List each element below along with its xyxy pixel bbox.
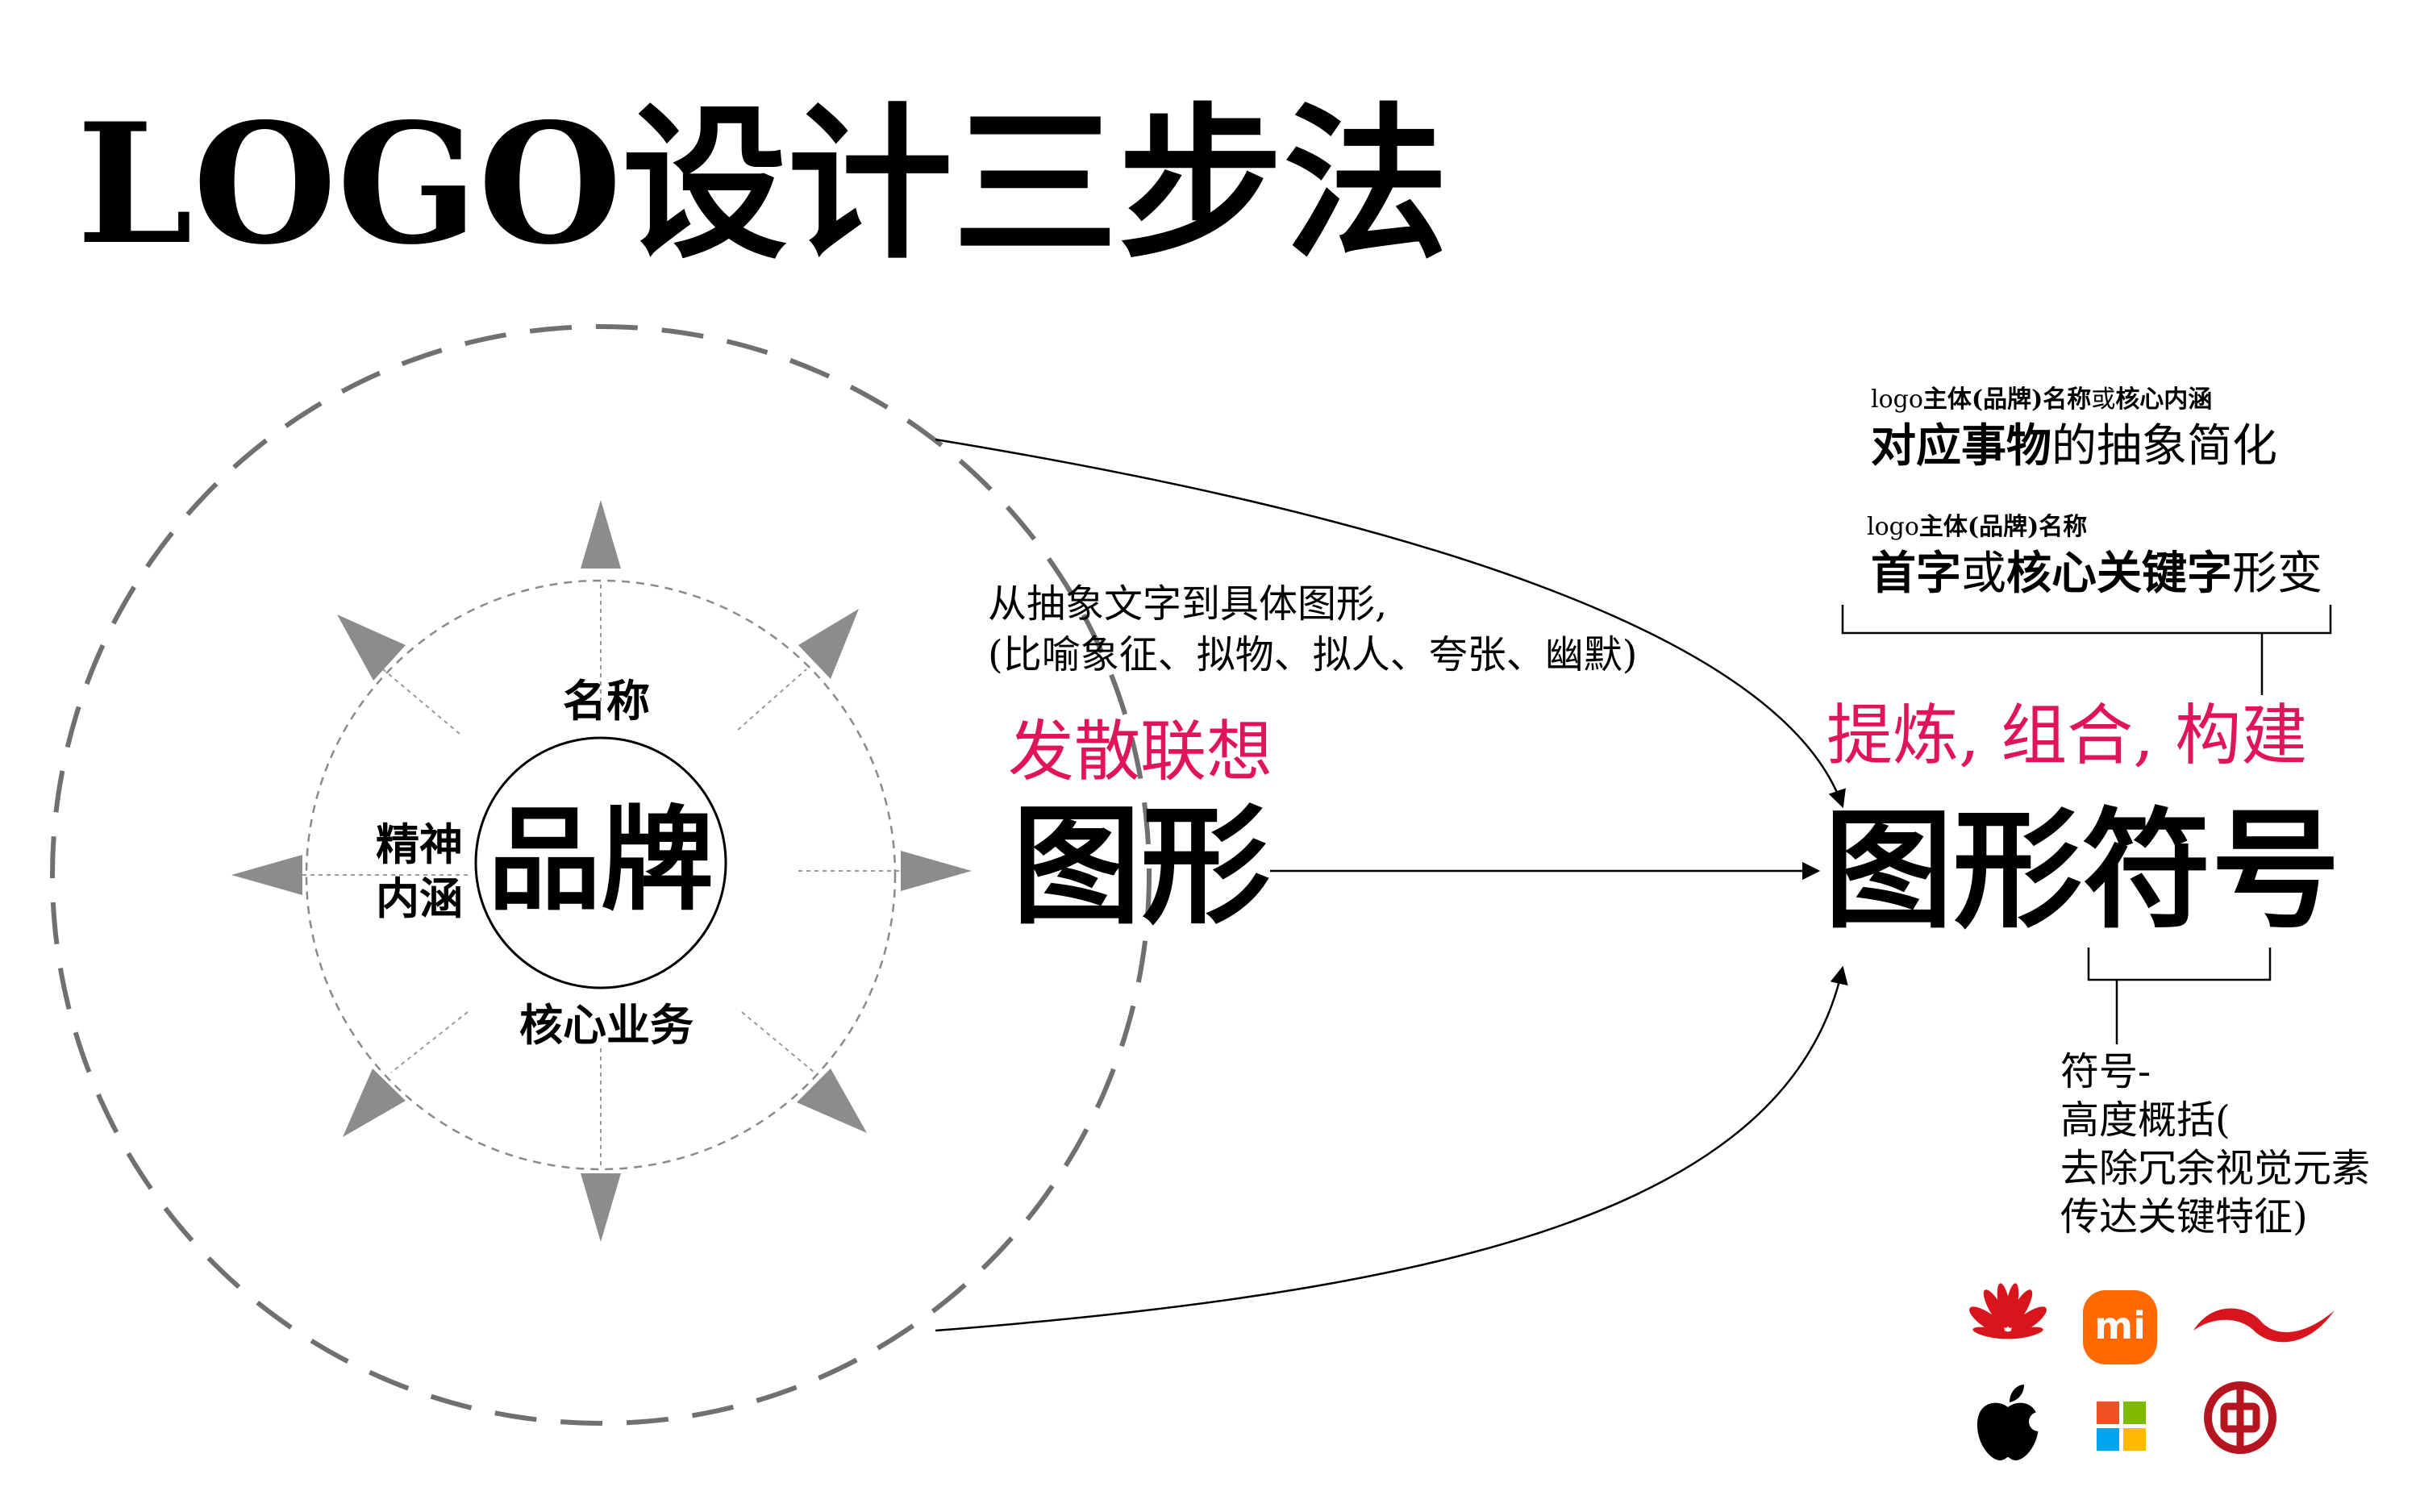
step3-action-label: 提炼, 组合, 构建 xyxy=(1826,698,2307,774)
arrow-left-icon xyxy=(231,855,302,895)
radiating-arrows xyxy=(231,500,972,1242)
step2-description-line2: (比喻象征、拟物、拟人、夸张、幽默) xyxy=(988,632,1637,677)
xiaomi-logo-icon: mi xyxy=(2083,1290,2157,1364)
brand-business-label: 核心业务 xyxy=(519,999,694,1051)
symbol-note-line2: 高度概括( xyxy=(2060,1098,2230,1143)
brand-spirit-label-1: 精神 xyxy=(376,818,463,870)
huawei-logo-icon xyxy=(1969,1283,2047,1339)
apple-logo-icon xyxy=(1977,1385,2048,1460)
note2-small: logo主体(品牌)名称 xyxy=(1867,513,2087,541)
outer-dashed-ring xyxy=(50,324,1152,1426)
symbol-note-line3: 去除冗余视觉元素 xyxy=(2060,1146,2370,1191)
radiating-lines xyxy=(302,581,911,1169)
brand-name-label: 名称 xyxy=(563,675,650,727)
brand-circle xyxy=(474,736,727,989)
arrow-down-icon xyxy=(581,1173,621,1242)
inner-dashed-ring xyxy=(305,579,897,1171)
note1-big: 对应事物的抽象简化 xyxy=(1871,419,2277,473)
step2-description-line1: 从抽象文字到具体图形, xyxy=(988,581,1387,627)
arrow-upleft-icon xyxy=(337,614,406,681)
step3-symbol-label: 图形符号 xyxy=(1824,794,2340,946)
curve-arrow-top xyxy=(935,438,1846,809)
arrow-upright-icon xyxy=(798,609,859,679)
bank-of-china-logo-icon xyxy=(2204,1381,2276,1454)
note1-small: logo主体(品牌)名称或核心内涵 xyxy=(1871,385,2212,414)
note2-big: 首字或核心关键字形变 xyxy=(1871,547,2322,600)
arrow-downleft-icon xyxy=(343,1068,406,1137)
step2-graphic-label: 图形 xyxy=(1012,790,1270,942)
arrow-downright-icon xyxy=(797,1068,867,1133)
brand-spirit-label-2: 内涵 xyxy=(376,873,463,924)
page-title: LOGO设计三步法 xyxy=(77,88,1448,281)
notes-bracket xyxy=(1841,605,2332,635)
arrow-right-icon xyxy=(901,851,972,891)
symbol-bracket xyxy=(2087,948,2272,981)
arrow-up-icon xyxy=(581,500,621,569)
curve-arrow-bottom xyxy=(935,965,1848,1332)
lining-logo-icon xyxy=(2193,1308,2335,1343)
svg-text:mi: mi xyxy=(2094,1304,2146,1347)
step2-action-label: 发散联想 xyxy=(1008,714,1272,790)
symbol-note-line4: 传达关键特征) xyxy=(2060,1194,2308,1239)
symbol-note-line1: 符号- xyxy=(2060,1049,2151,1094)
microsoft-logo-icon xyxy=(2097,1402,2146,1451)
brand-center-label: 品牌 xyxy=(488,794,714,927)
